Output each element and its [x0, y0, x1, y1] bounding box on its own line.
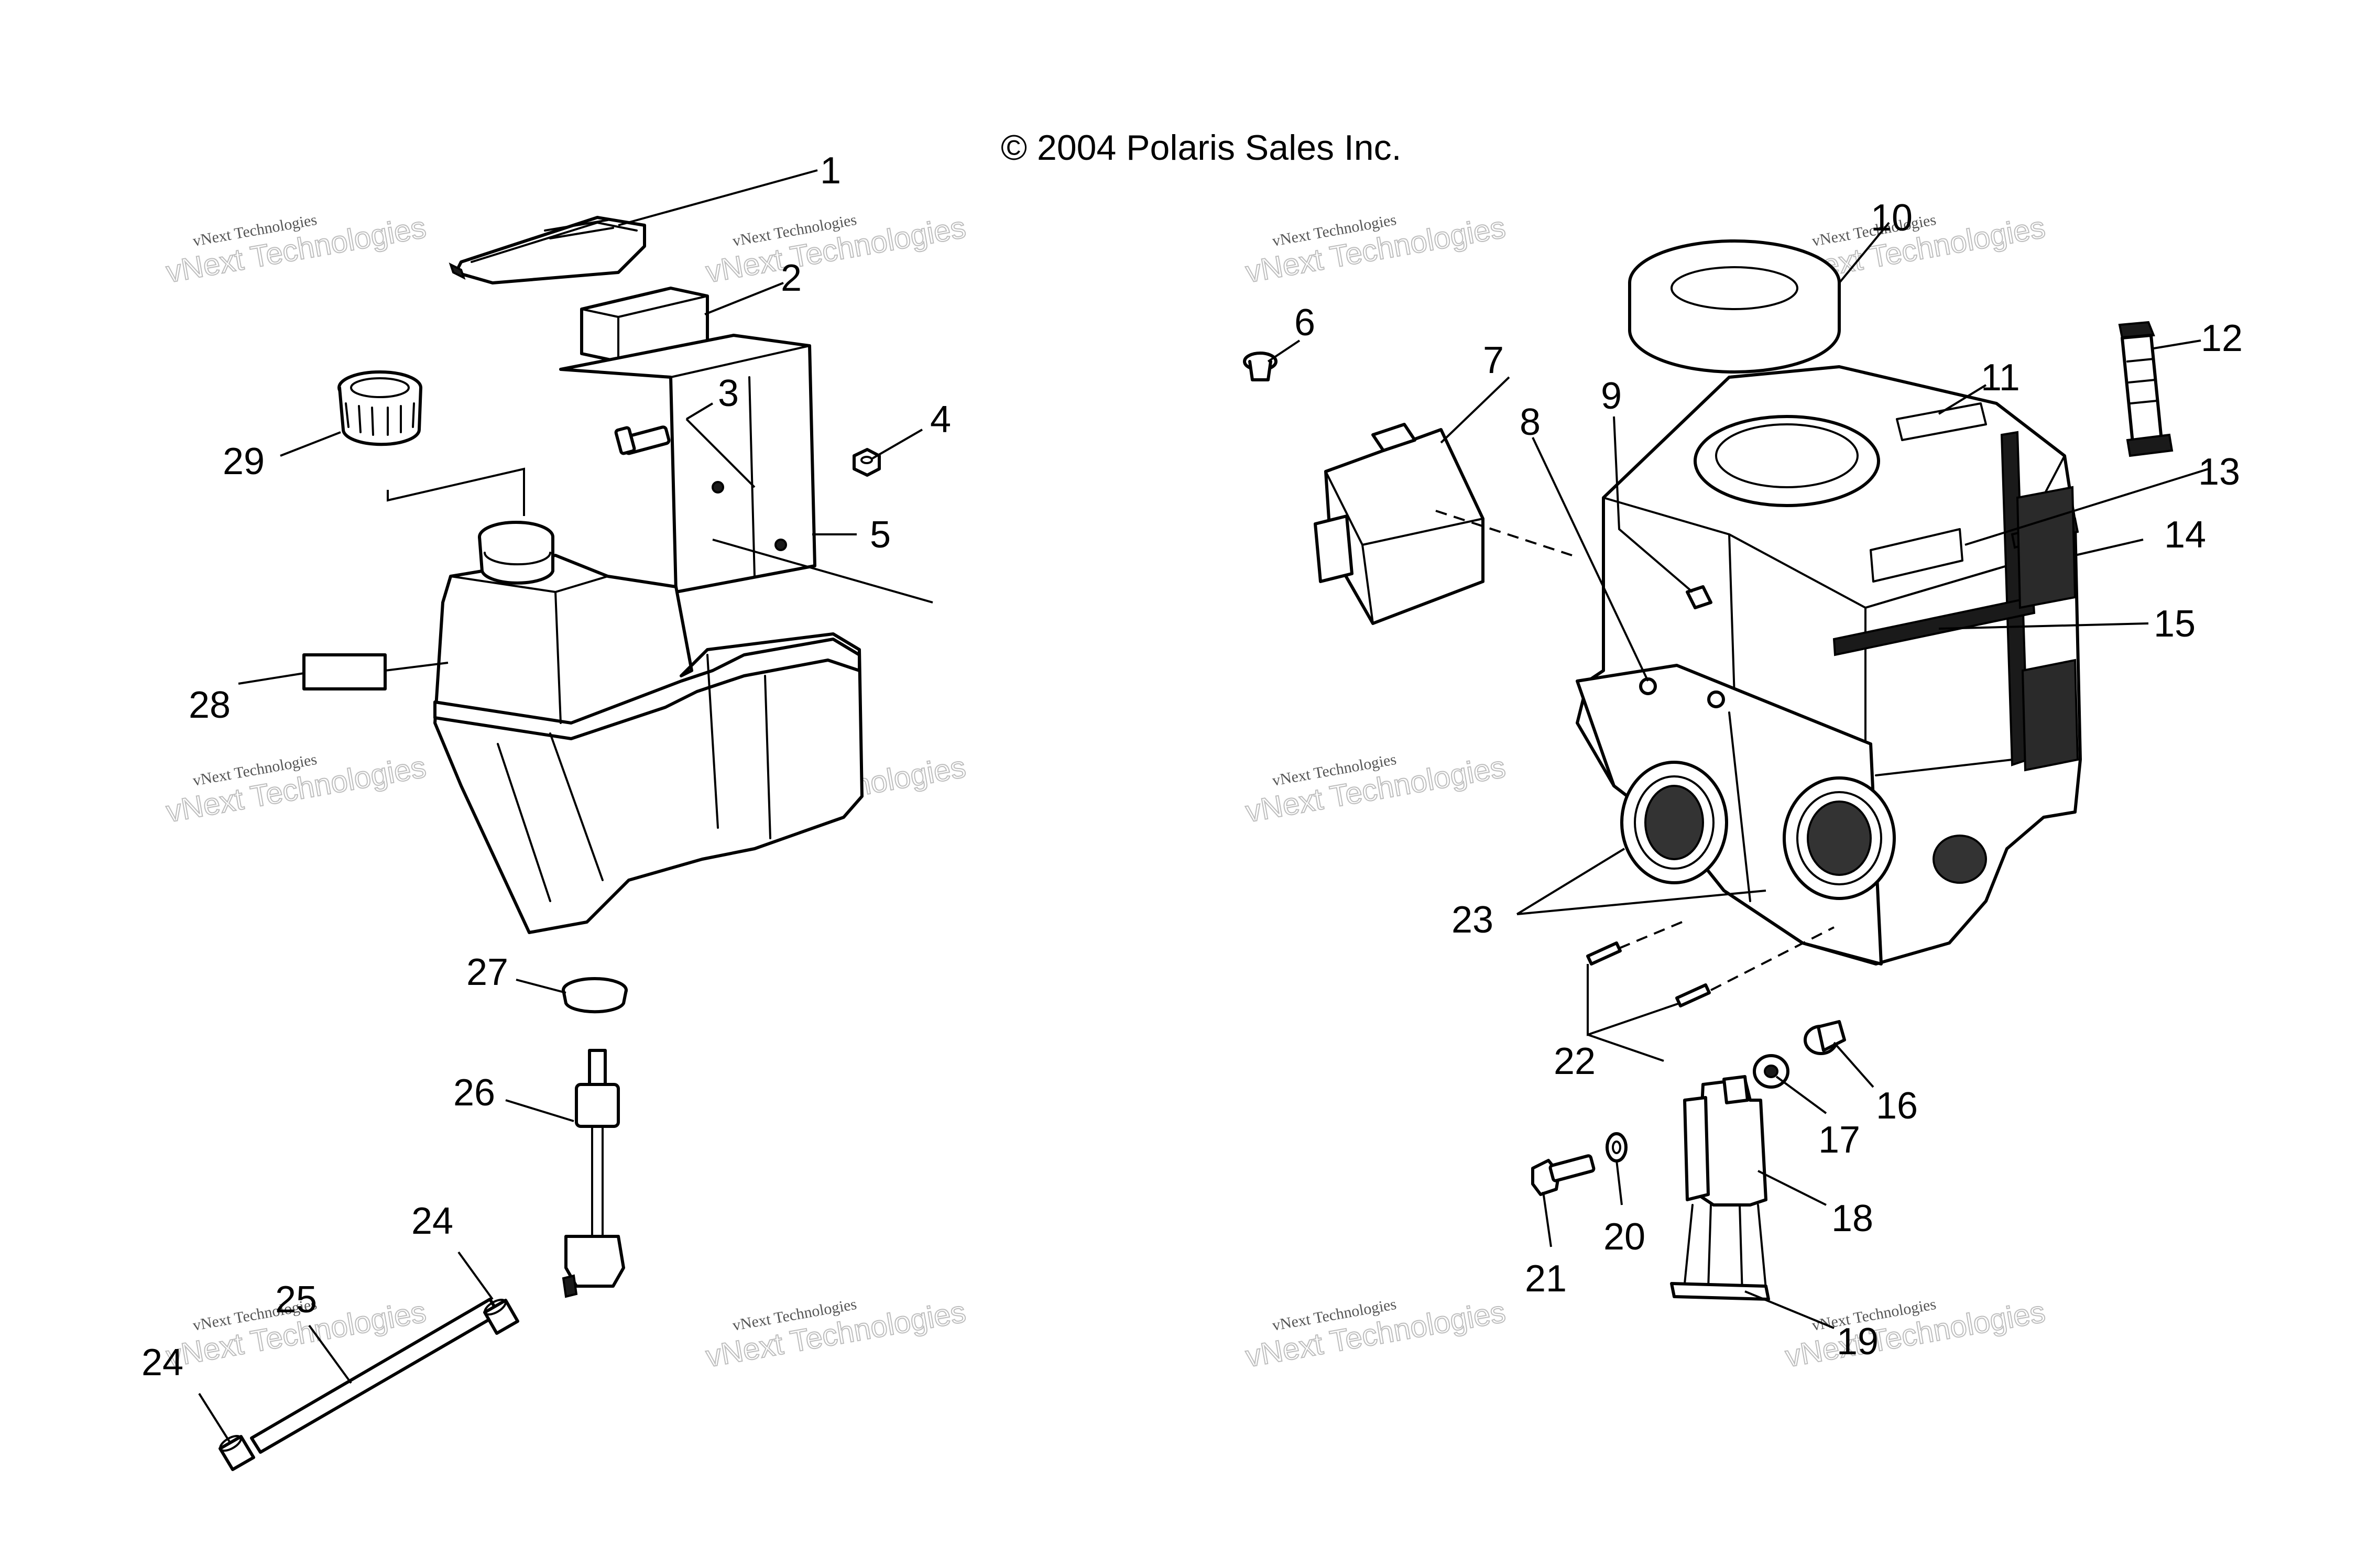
callout-23: 23 [1451, 899, 1493, 941]
callout-9: 9 [1601, 375, 1622, 417]
callout-29: 29 [223, 441, 265, 483]
callout-1: 1 [820, 150, 841, 192]
callout-6: 6 [1294, 302, 1315, 344]
callout-24-left: 24 [141, 1342, 183, 1384]
part-1-tank-cover [449, 216, 646, 284]
callout-12: 12 [2201, 317, 2243, 359]
callout-26: 26 [453, 1072, 495, 1114]
callout-8: 8 [1520, 401, 1541, 443]
oil-tank-body [433, 554, 864, 934]
callout-labels: 1 2 3 4 5 6 7 8 9 10 11 12 13 14 15 16 1… [141, 150, 2243, 1384]
callout-4: 4 [930, 399, 951, 441]
part-3-bolt [614, 425, 671, 455]
callout-27: 27 [466, 951, 508, 993]
part-29-filler-cap [337, 370, 422, 446]
callout-19: 19 [1837, 1321, 1879, 1363]
part-19-strap [1670, 1204, 1770, 1301]
part-22-screw-lower [1675, 983, 1711, 1007]
copyright-text: © 2004 Polaris Sales Inc. [1001, 128, 1402, 168]
part-24-clamp-upper [483, 1299, 519, 1335]
airbox-body [1576, 365, 2082, 966]
part-5-bracket [559, 334, 816, 594]
part-12-clip [2118, 321, 2174, 457]
part-21-bolt [1531, 1154, 1596, 1196]
part-10-foam-filter [1628, 239, 1841, 374]
callout-20: 20 [1603, 1216, 1645, 1258]
callout-10: 10 [1871, 197, 1913, 239]
part-24-clamp-lower [219, 1435, 255, 1471]
callout-5: 5 [870, 514, 891, 556]
callout-11: 11 [1981, 357, 2020, 399]
part-7-module [1314, 423, 1484, 625]
callout-16: 16 [1876, 1085, 1918, 1127]
part-4-nut [853, 448, 881, 477]
callout-22: 22 [1554, 1040, 1596, 1082]
callout-21: 21 [1525, 1258, 1567, 1300]
part-28-label [302, 653, 387, 690]
part-27-grommet [562, 977, 628, 1014]
leader-lines [198, 169, 2209, 1444]
part-6-fastener [1243, 352, 1278, 381]
part-16-spacer [1804, 1020, 1846, 1055]
tank-filler-neck [478, 521, 554, 585]
callout-7: 7 [1483, 339, 1504, 381]
callout-13: 13 [2198, 451, 2240, 493]
part-20-washer [1606, 1132, 1628, 1163]
callout-3: 3 [718, 372, 739, 414]
callout-24-right: 24 [411, 1200, 453, 1242]
callout-17: 17 [1818, 1119, 1860, 1161]
part-18-mount [1683, 1075, 1767, 1207]
callout-18: 18 [1831, 1198, 1873, 1240]
callout-2: 2 [781, 257, 802, 299]
callout-14: 14 [2164, 514, 2206, 556]
callout-25: 25 [275, 1279, 317, 1321]
callout-28: 28 [189, 684, 231, 726]
part-26-level-sensor [562, 1049, 625, 1298]
part-22-screw-upper [1586, 941, 1622, 966]
callout-15: 15 [2154, 603, 2196, 645]
